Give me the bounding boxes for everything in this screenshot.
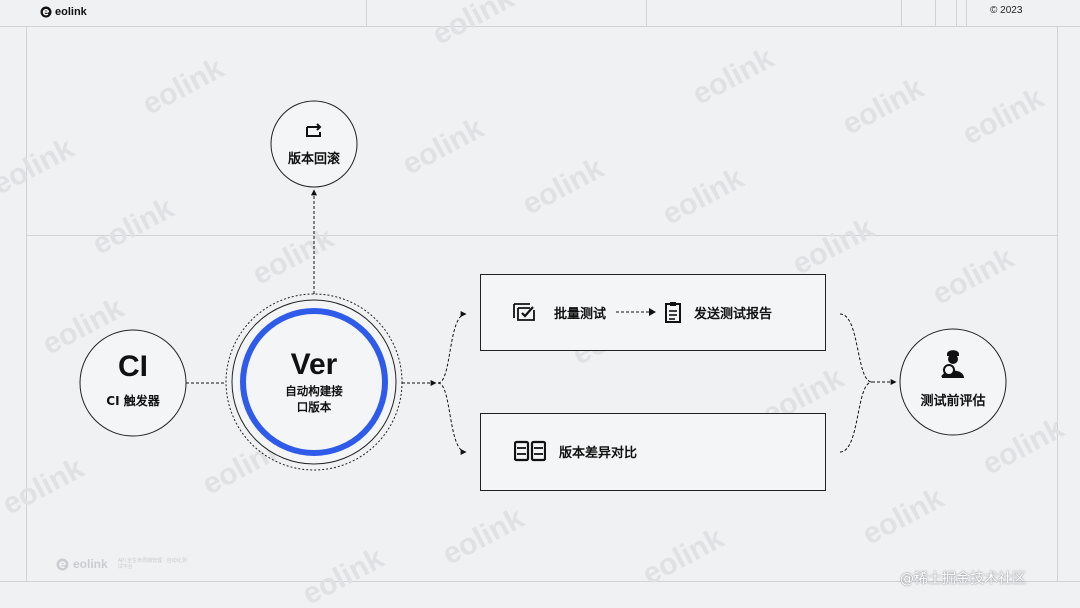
right-frame-line <box>1057 26 1058 582</box>
header-divider <box>366 0 367 26</box>
version-diff-row: 版本差异对比 <box>514 440 637 462</box>
ver-node-ring <box>240 308 388 456</box>
ver-node: Ver 自动构建接 口版本 <box>254 349 374 415</box>
batch-test-row: 批量测试 发送测试报告 <box>512 301 772 323</box>
footer-tagline: API 全生命周期管理 · 自动化测试平台 <box>117 558 187 570</box>
ver-node-outer-dotted <box>225 293 403 471</box>
diff-to-evaluate-connector <box>839 381 873 453</box>
footer-brand: eolink <box>73 557 108 571</box>
brand-name: eolink <box>55 6 87 18</box>
header-divider <box>901 0 902 26</box>
dashed-arrow-icon <box>616 308 657 316</box>
clipboard-icon <box>665 302 682 323</box>
ci-subtitle: CI 触发器 <box>106 394 160 408</box>
swap-arrow-icon <box>306 123 322 137</box>
eolink-logo-icon <box>56 558 69 570</box>
left-frame-line <box>26 26 27 582</box>
bottom-frame-line <box>0 581 1080 582</box>
ci-title: CI <box>118 350 148 383</box>
rollback-node: 版本回滚 <box>271 122 357 167</box>
header-divider <box>646 0 647 26</box>
version-diff-box <box>480 413 826 491</box>
copyright-text: © 2023 <box>990 5 1023 16</box>
evaluate-label: 测试前评估 <box>920 394 986 409</box>
batch-to-evaluate-connector <box>839 313 873 383</box>
user-search-icon <box>941 350 964 378</box>
footer-logo: eolink API 全生命周期管理 · 自动化测试平台 <box>56 557 188 571</box>
rollback-label: 版本回滚 <box>287 152 340 167</box>
ver-subtitle-line2: 口版本 <box>296 400 332 414</box>
evaluate-node: 测试前评估 <box>900 346 1006 409</box>
branch-to-batch-connector <box>437 311 467 384</box>
branch-to-diff-connector <box>437 382 467 455</box>
ci-node: CI CI 触发器 <box>80 352 186 409</box>
brand-logo: eolink <box>40 6 87 18</box>
evaluate-node-circle <box>899 328 1007 436</box>
batch-test-label: 批量测试 <box>554 306 607 322</box>
header-divider <box>966 0 967 26</box>
header-divider <box>935 0 936 26</box>
checklist-icon <box>513 303 535 321</box>
ver-subtitle-line1: 自动构建接 <box>285 384 343 398</box>
header-divider <box>956 0 957 26</box>
source-credit: @稀土掘金技术社区 <box>900 571 1026 587</box>
version-diff-label: 版本差异对比 <box>559 445 638 461</box>
rollback-node-circle <box>270 100 358 188</box>
top-frame-line <box>0 26 1080 27</box>
middle-frame-line <box>26 235 1058 236</box>
book-compare-icon <box>514 440 546 462</box>
send-report-label: 发送测试报告 <box>694 306 773 322</box>
eolink-logo-icon <box>40 6 52 18</box>
ver-title: Ver <box>290 348 338 381</box>
